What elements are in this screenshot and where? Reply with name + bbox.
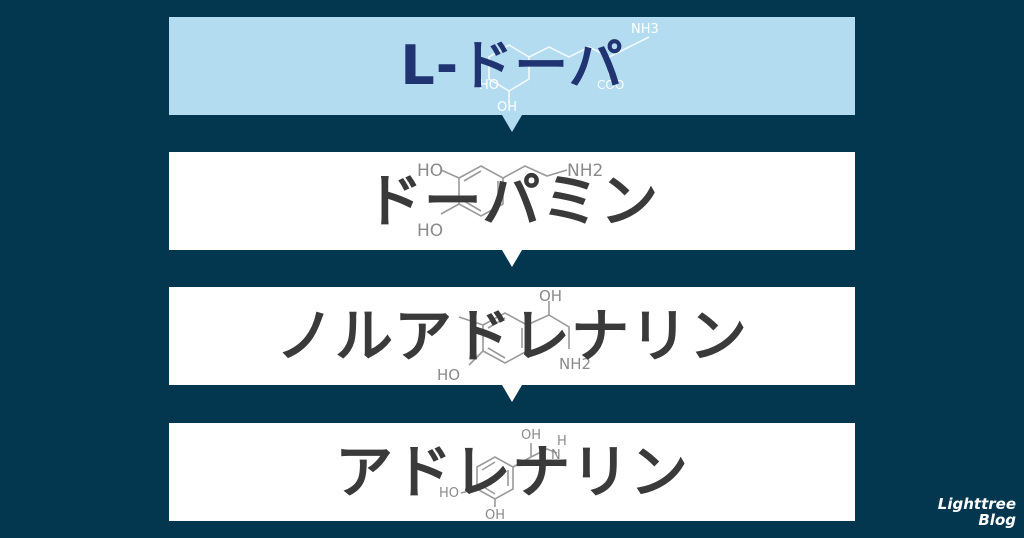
step-label-noradrenaline: ノルアドレナリン [275,302,748,370]
adrenaline-structure-icon: OH H N HO OH [439,428,567,521]
logo-line-1: Lighttree [937,495,1016,513]
down-arrow-pointer [502,250,522,267]
nh3-label: NH3 [631,22,659,37]
ho-top-label: HO [417,161,443,181]
down-arrow-pointer [502,115,522,132]
ho-bottom-label: HO [417,221,443,241]
nh2-label: NH2 [567,161,603,181]
ho-label: HO [437,366,460,384]
step-adrenaline: OH H N HO OH アドレナリン [169,423,855,521]
step-label-adrenaline: アドレナリン [334,438,689,506]
lighttree-blog-logo: Lighttree Blog [938,496,1016,528]
noradrenaline-structure-icon: OH HO NH2 [437,287,591,384]
step-label-l-dopa: L-ドーパ [400,34,624,97]
step-dopamine: HO NH2 HO ドーパミン [169,152,855,267]
oh-top-label: OH [521,428,541,443]
step-noradrenaline: OH HO NH2 ノルアドレナリン [169,287,855,402]
down-arrow-pointer [502,385,522,402]
step-l-dopa: NH3 COO HO OH L-ドーパ [169,17,855,132]
oh-label: OH [539,287,562,305]
dopamine-structure-icon: HO NH2 HO [417,161,603,241]
oh-bottom-label: OH [485,508,505,521]
step-label-dopamine: ドーパミン [364,167,660,235]
oh-label: OH [497,100,517,115]
ho-label: HO [439,486,459,501]
logo-line-2: Blog [978,511,1016,529]
nh2-label: NH2 [559,355,591,373]
l-dopa-structure-icon: NH3 COO HO OH [479,22,659,115]
ho-label: HO [479,78,499,93]
coo-label: COO [597,78,624,92]
n-label: N [551,448,561,463]
h-label: H [557,434,567,449]
